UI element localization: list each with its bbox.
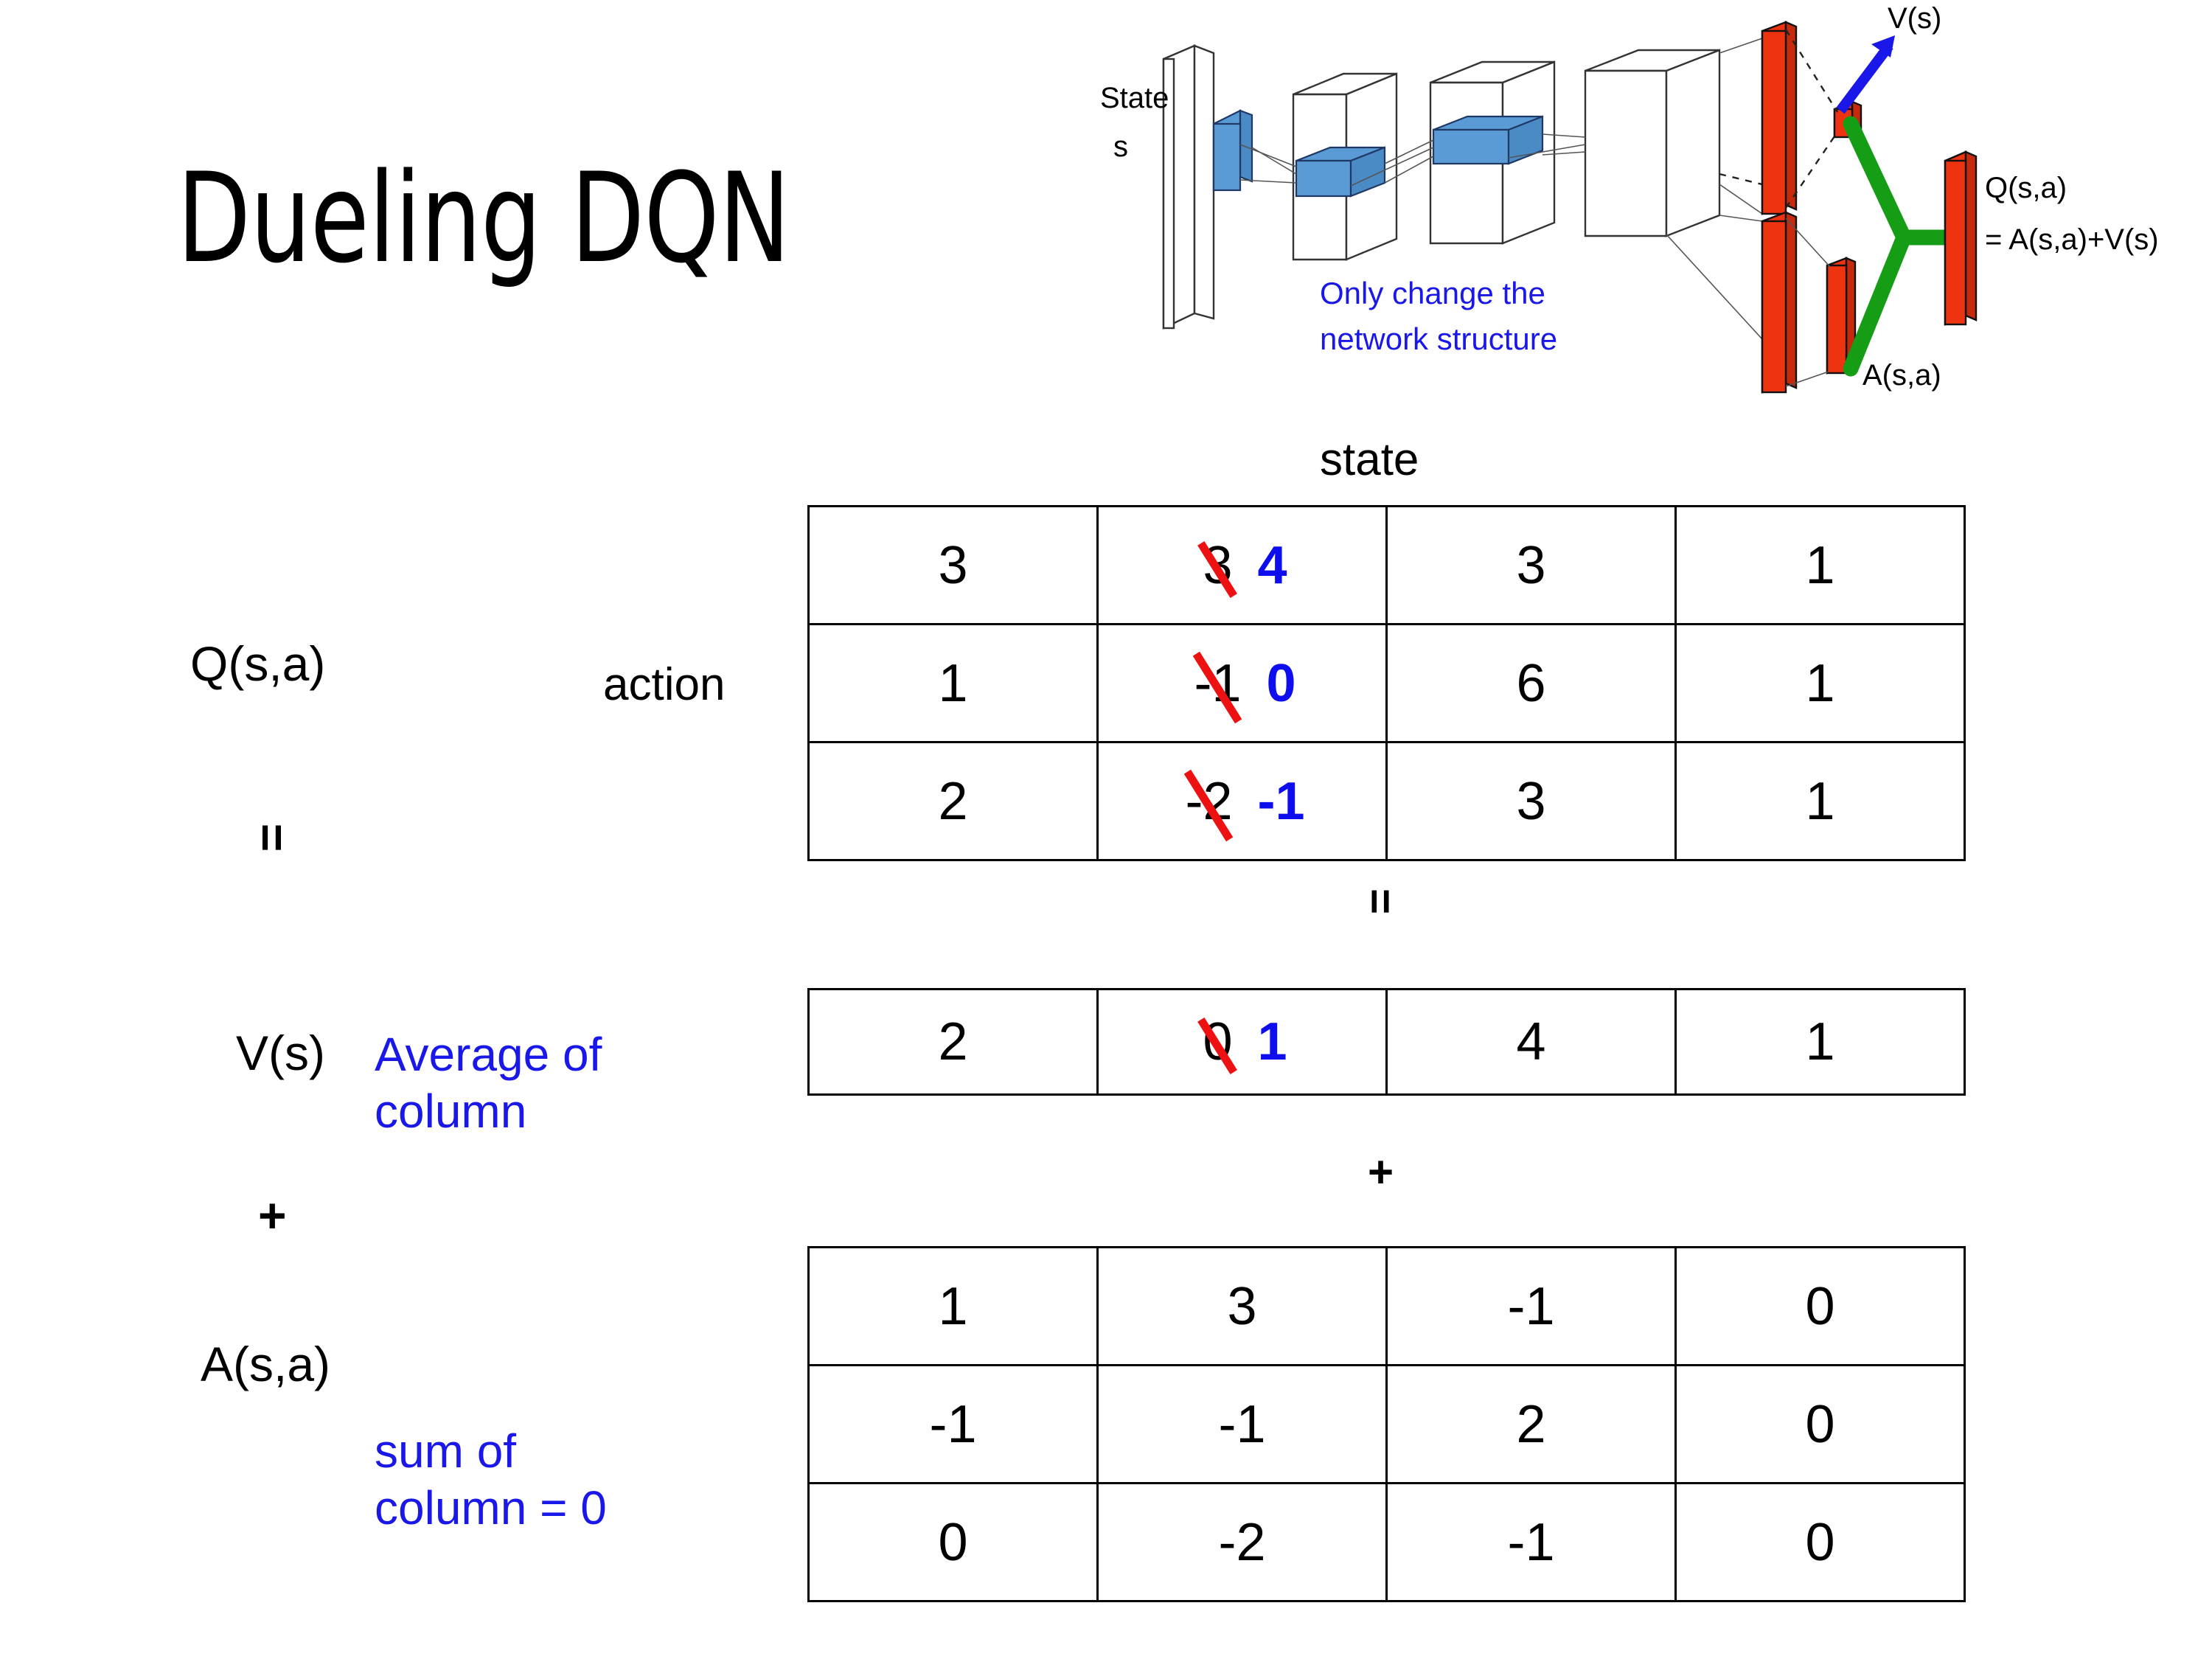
equals-operator-left: = <box>245 823 300 852</box>
plus-operator-mid: + <box>1368 1147 1394 1197</box>
layer-connectors <box>1239 133 1586 187</box>
table-cell: 0 <box>807 1482 1099 1602</box>
table-cell: 3 <box>1385 741 1677 861</box>
dueling-network-diagram: .ln { stroke:#333; stroke-width:2.4; fil… <box>1084 0 2212 413</box>
struck-old-value: -1 <box>1188 653 1247 714</box>
state-axis-label: state <box>1320 434 1419 485</box>
table-cell: 1 <box>1674 988 1966 1096</box>
table-cell-corrected: -1 0 <box>1096 623 1388 743</box>
table-cell: 0 <box>1674 1246 1966 1366</box>
table-cell: -1 <box>1096 1364 1388 1484</box>
corrected-new-value: 0 <box>1266 653 1296 713</box>
table-cell: 1 <box>807 1246 1099 1366</box>
conv-layer-2 <box>1429 60 1556 245</box>
diagram-note-line1: Only change the <box>1320 276 1545 310</box>
table-cell: -1 <box>1385 1246 1677 1366</box>
table-cell: 0 <box>1674 1482 1966 1602</box>
sum-of-column-note: sum of column = 0 <box>375 1425 607 1534</box>
table-cell: 2 <box>807 988 1099 1096</box>
conv-layer-3 <box>1584 49 1721 237</box>
stream-split-connectors <box>1666 38 1763 340</box>
a-function-label: A(s,a) <box>201 1337 331 1391</box>
page-title: Dueling DQN <box>177 146 790 291</box>
input-state-plane <box>1162 44 1253 330</box>
average-of-column-note: Average of column <box>375 1028 602 1138</box>
table-cell: -1 <box>807 1364 1099 1484</box>
table-cell: 4 <box>1385 988 1677 1096</box>
q-output-label-line1: Q(s,a) <box>1985 172 2067 204</box>
value-output-arrow <box>1836 35 1895 114</box>
input-label-line1: State <box>1100 82 1169 114</box>
equals-operator-mid: = <box>1356 888 1406 915</box>
corrected-new-value: 1 <box>1257 1012 1287 1071</box>
value-node-links <box>1784 29 1839 209</box>
v-function-label: V(s) <box>236 1026 325 1080</box>
table-cell: 0 <box>1674 1364 1966 1484</box>
table-cell: 3 <box>807 505 1099 625</box>
table-cell: -2 <box>1096 1482 1388 1602</box>
table-cell: 2 <box>807 741 1099 861</box>
input-label-line2: s <box>1113 131 1128 163</box>
plus-operator-left: + <box>258 1188 287 1242</box>
struck-old-value: 0 <box>1197 1012 1238 1072</box>
table-cell: 6 <box>1385 623 1677 743</box>
table-cell: 3 <box>1385 505 1677 625</box>
aggregation-merge <box>1843 116 1955 377</box>
table-cell: 1 <box>1674 623 1966 743</box>
struck-old-value: 3 <box>1197 535 1238 596</box>
table-cell: -1 <box>1385 1482 1677 1602</box>
q-output-bar <box>1944 150 1978 326</box>
table-cell: 1 <box>1674 741 1966 861</box>
table-cell: 2 <box>1385 1364 1677 1484</box>
advantage-node-links <box>1785 218 1831 387</box>
action-axis-label: action <box>603 659 726 710</box>
corrected-new-value: -1 <box>1257 771 1305 831</box>
diagram-note-line2: network structure <box>1320 321 1557 356</box>
corrected-new-value: 4 <box>1257 535 1287 595</box>
table-cell: 1 <box>1674 505 1966 625</box>
advantage-stream-label: A(s,a) <box>1863 359 1941 392</box>
value-stream-bar <box>1761 21 1798 215</box>
table-cell-corrected: -2 -1 <box>1096 741 1388 861</box>
q-output-label-line2: = A(s,a)+V(s) <box>1985 223 2159 256</box>
advantage-vector-bar <box>1826 257 1857 375</box>
value-stream-label: V(s) <box>1888 2 1941 35</box>
conv-layer-1 <box>1292 72 1398 261</box>
q-function-label: Q(s,a) <box>190 636 326 691</box>
table-cell: 1 <box>807 623 1099 743</box>
table-cell: 3 <box>1096 1246 1388 1366</box>
advantage-stream-bar <box>1761 211 1798 394</box>
struck-old-value: -2 <box>1179 771 1238 832</box>
